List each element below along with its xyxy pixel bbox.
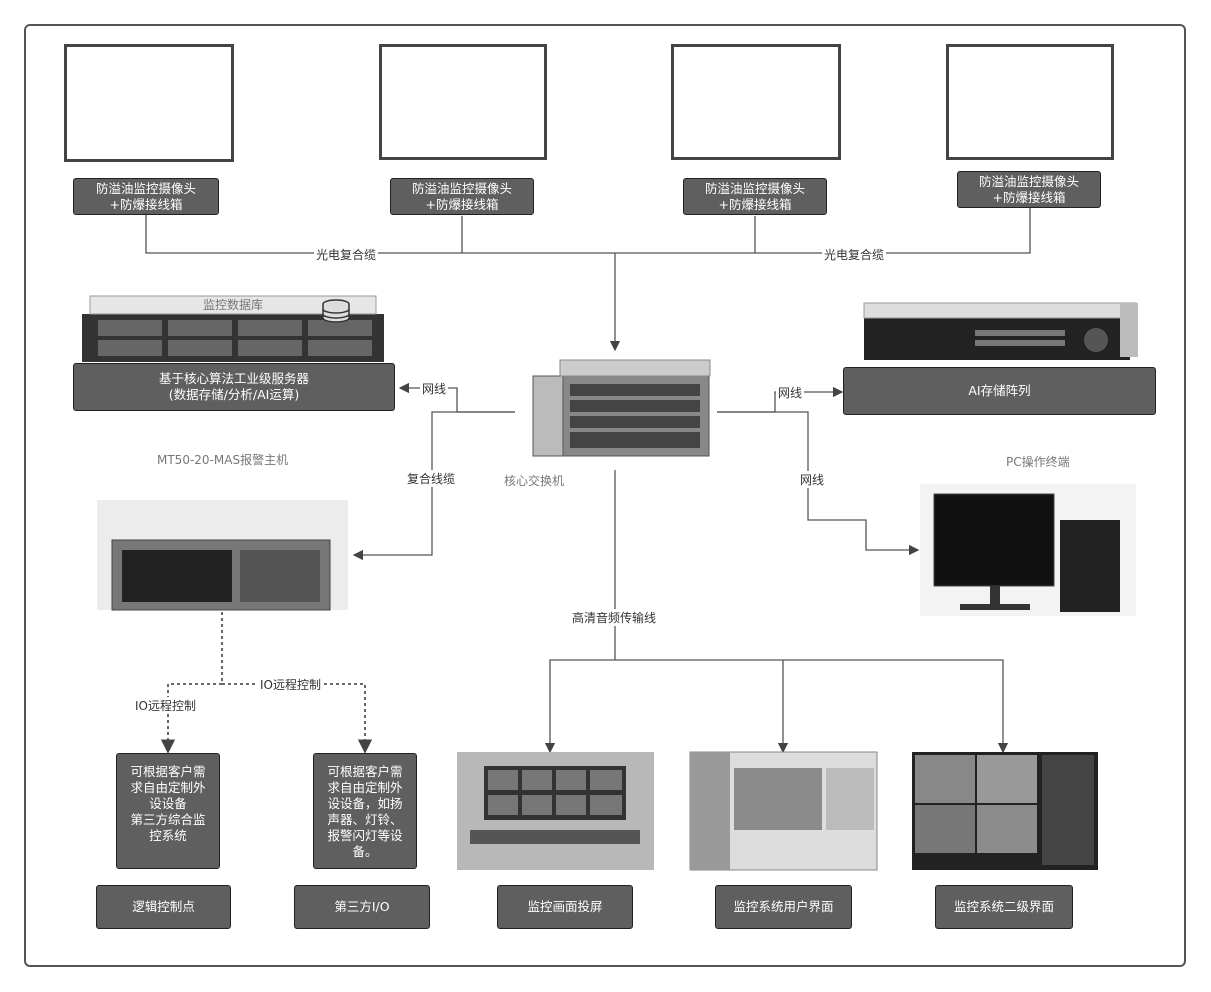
camera-4-box: 防溢油监控摄像头+防爆接线箱 <box>957 171 1101 208</box>
fiber-cam1-line <box>145 208 1031 254</box>
camera-2-frame <box>379 44 547 160</box>
io-right-line2: 求自由定制外 <box>327 780 403 795</box>
third-io-box: 第三方I/O <box>294 885 430 929</box>
server-line1: 基于核心算法工业级服务器 <box>158 371 309 386</box>
io-left-line3: 设设备 <box>149 796 187 811</box>
io-right-box: 可根据客户需 求自由定制外 设设备，如扬 声器、灯铃、 报警闪灯等设 备。 <box>313 753 417 869</box>
io-left-line4: 第三方综合监 <box>130 812 206 827</box>
io-right-line6: 备。 <box>352 844 378 859</box>
net-storage-label: 网线 <box>776 384 805 401</box>
camera-2-line1: 防溢油监控摄像头 <box>411 180 512 196</box>
net-pc-line <box>717 411 920 556</box>
camera-2-box: 防溢油监控摄像头+防爆接线箱 <box>390 178 534 215</box>
alarm-host-image <box>97 500 348 611</box>
secondary-ui-label: 监控系统二级界面 <box>953 899 1054 914</box>
camera-4-frame <box>946 44 1114 160</box>
camera-1-line2: +防爆接线箱 <box>109 196 183 212</box>
net-server-label: 网线 <box>420 380 449 397</box>
server-box: 基于核心算法工业级服务器(数据存储/分析/AI运算) <box>73 363 395 411</box>
io-left-line <box>160 612 223 754</box>
database-icon <box>322 299 350 323</box>
switch-image <box>532 359 711 457</box>
camera-4-line2: +防爆接线箱 <box>992 189 1066 205</box>
io-right-line4: 声器、灯铃、 <box>327 812 403 827</box>
pc-image <box>920 484 1136 616</box>
storage-image <box>863 302 1138 360</box>
camera-1-box: 防溢油监控摄像头+防爆接线箱 <box>73 178 219 215</box>
camera-3-box: 防溢油监控摄像头+防爆接线箱 <box>683 178 827 215</box>
user-ui-label: 监控系统用户界面 <box>733 899 834 914</box>
io-right-label: IO远程控制 <box>258 676 323 693</box>
hd-av-label: 高清音频传输线 <box>570 609 659 626</box>
diagram-frame <box>24 24 1186 967</box>
io-left-line2: 求自由定制外 <box>130 780 206 795</box>
net-pc-label: 网线 <box>798 471 827 488</box>
logic-control-box: 逻辑控制点 <box>96 885 231 929</box>
camera-1-frame <box>64 44 234 162</box>
secondary-ui-image <box>912 752 1098 870</box>
io-right-line1: 可根据客户需 <box>327 764 403 779</box>
io-left-line5: 控系统 <box>149 828 187 843</box>
camera-2-line2: +防爆接线箱 <box>425 196 499 212</box>
io-left-label: IO远程控制 <box>133 697 198 714</box>
camera-3-frame <box>671 44 841 160</box>
user-ui-image <box>689 751 878 871</box>
io-left-box: 可根据客户需 求自由定制外 设设备 第三方综合监 控系统 <box>116 753 220 869</box>
hd-av-projection-line <box>544 659 615 754</box>
net-server-line <box>398 382 515 413</box>
switch-caption: 核心交换机 <box>504 474 565 488</box>
camera-4-line1: 防溢油监控摄像头 <box>978 173 1079 189</box>
user-ui-box: 监控系统用户界面 <box>715 885 852 929</box>
fiber-right-label: 光电复合缆 <box>822 246 887 263</box>
camera-images <box>94 69 1088 145</box>
io-right-line3: 设设备，如扬 <box>327 796 403 811</box>
third-io-label: 第三方I/O <box>334 899 390 914</box>
logic-control-label: 逻辑控制点 <box>132 899 195 914</box>
secondary-ui-box: 监控系统二级界面 <box>935 885 1073 929</box>
server-caption: 监控数据库 <box>203 298 264 312</box>
hd-av-user-line <box>615 659 1009 754</box>
server-line2: (数据存储/分析/AI运算) <box>168 387 300 402</box>
storage-label: AI存储阵列 <box>968 383 1031 398</box>
camera-3-line2: +防爆接线箱 <box>718 196 792 212</box>
camera-3-line1: 防溢油监控摄像头 <box>704 180 805 196</box>
pc-caption: PC操作终端 <box>1006 455 1070 469</box>
fiber-left-label: 光电复合缆 <box>314 246 379 263</box>
io-right-line5: 报警闪灯等设 <box>327 828 403 843</box>
alarm-host-caption: MT50-20-MAS报警主机 <box>157 453 289 467</box>
composite-cable-label: 复合线缆 <box>405 470 458 487</box>
storage-box: AI存储阵列 <box>843 367 1156 415</box>
io-right-line <box>222 683 373 754</box>
projection-label: 监控画面投屏 <box>527 899 603 914</box>
camera-1-line1: 防溢油监控摄像头 <box>95 180 196 196</box>
io-left-line1: 可根据客户需 <box>130 764 206 779</box>
server-image <box>82 295 384 362</box>
projection-image <box>457 752 654 870</box>
projection-box: 监控画面投屏 <box>497 885 633 929</box>
